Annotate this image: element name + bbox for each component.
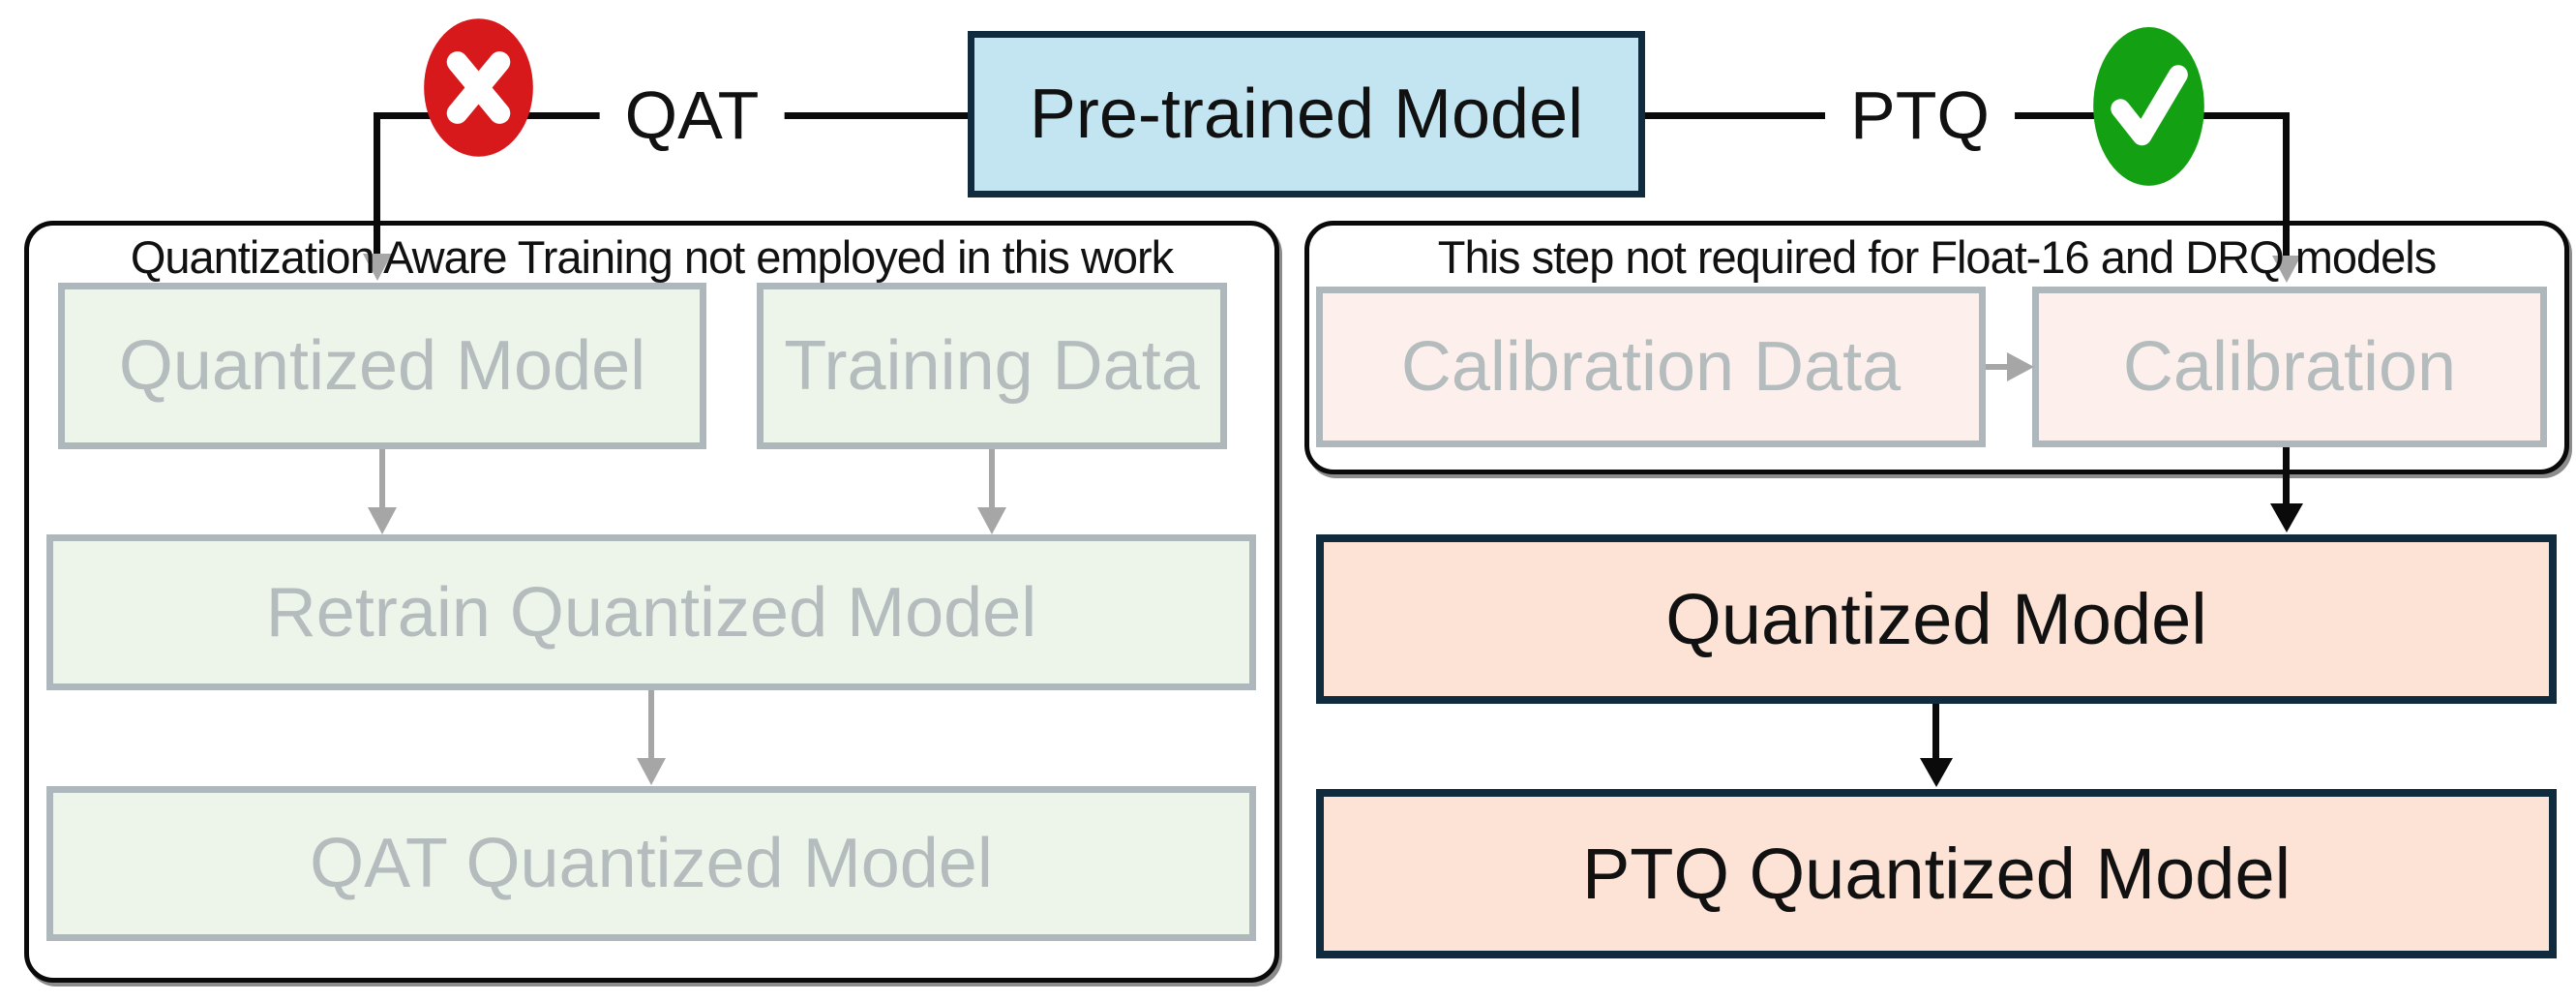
calibration-data-label: Calibration Data [1400,328,1902,406]
training-data-label: Training Data [784,327,1200,405]
retrain-quantized-model-label: Retrain Quantized Model [265,573,1037,652]
ptq-branch-arrowhead [2272,256,2301,283]
ptq-result-label: PTQ Quantized Model [1581,834,2291,914]
qat-panel-caption: Quantization Aware Training not employed… [130,231,1174,283]
qat-connector-line [379,449,385,509]
calibration-to-quantized-line [2283,447,2290,507]
ptq-branch-elbow-line [2283,112,2290,256]
qat-branch-elbow-line [374,112,380,254]
quantized-to-result-line [1932,704,1939,762]
qat-result-label: QAT Quantized Model [310,825,993,902]
calibration-connector-arrowhead [2007,352,2034,381]
ptq-quantized-model-box: Quantized Model [1316,534,2557,704]
ptq-branch-label: PTQ [1825,81,2015,149]
ptq-quantized-model-label: Quantized Model [1665,579,2207,659]
pretrained-model-label: Pre-trained Model [1029,76,1584,153]
training-data-connector-line [989,449,995,509]
pretrained-model-box: Pre-trained Model [968,31,1645,197]
qat-quantized-model-input-label: Quantized Model [118,327,646,405]
calibration-to-quantized-arrowhead [2270,503,2303,532]
qat-branch-arrowhead [363,254,392,281]
calibration-data-box: Calibration Data [1316,287,1986,447]
quantized-to-result-arrowhead [1920,758,1953,787]
retrain-quantized-model-box: Retrain Quantized Model [46,534,1256,690]
training-data-box: Training Data [757,283,1227,449]
check-mark-icon [2092,27,2205,187]
cross-mark-icon [423,17,534,158]
qat-result-box: QAT Quantized Model [46,786,1256,941]
ptq-result-box: PTQ Quantized Model [1316,789,2557,958]
retrain-connector-arrowhead [637,758,666,785]
qat-connector-arrowhead [368,507,397,534]
calibration-box: Calibration [2032,287,2547,447]
calibration-connector-line [1986,364,2011,370]
qat-branch-label: QAT [599,81,785,149]
qat-quantized-model-input-box: Quantized Model [58,283,706,449]
training-data-connector-arrowhead [977,507,1006,534]
retrain-connector-line [648,690,654,760]
calibration-label: Calibration [2122,328,2457,406]
calibration-panel-caption: This step not required for Float-16 and … [1437,231,2438,283]
